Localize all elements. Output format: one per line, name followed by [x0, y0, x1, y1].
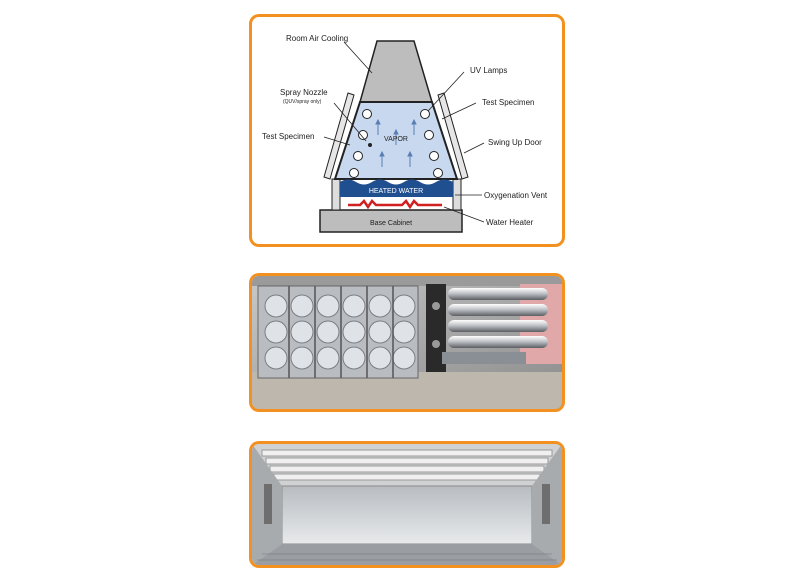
uv-lamp-tubes [448, 288, 548, 348]
room-air-cooling-label: Room Air Cooling [286, 34, 348, 43]
spray-nozzle [368, 143, 372, 147]
chamber-interior-photo-image [252, 444, 562, 565]
heated-water [340, 179, 453, 197]
right-side-wall [452, 178, 462, 211]
chamber-back-wall [281, 485, 533, 545]
specimen-holder-photo [249, 273, 565, 412]
water-heater-label: Water Heater [486, 218, 534, 227]
heated-water-label: HEATED WATER [369, 188, 423, 195]
left-side-wall [331, 178, 341, 211]
mounting-bracket [426, 284, 446, 372]
right-test-specimen-panel [437, 92, 469, 180]
chamber-interior-photo [249, 441, 565, 568]
base-cabinet [319, 209, 463, 233]
uv-chamber-diagram-panel: Base Cabinet VAPOR HEATED WATER [249, 14, 565, 247]
specimen-holders [257, 285, 419, 379]
spray-nozzle-note: (QUV/spray only) [283, 99, 322, 105]
uv-lamps [349, 109, 443, 178]
base-cabinet-label: Base Cabinet [370, 220, 412, 227]
floor-rack [252, 544, 562, 565]
uv-chamber-diagram: Base Cabinet VAPOR HEATED WATER [262, 34, 548, 233]
swing-up-door-label: Swing Up Door [488, 138, 542, 147]
vapor-arrows [375, 118, 417, 167]
left-test-specimen-panel [323, 92, 355, 180]
vapor-label: VAPOR [384, 136, 408, 143]
test-specimen-left-label: Test Specimen [262, 132, 314, 141]
oxygenation-vent-label: Oxygenation Vent [484, 191, 548, 200]
specimen-holder-photo-image [252, 276, 562, 409]
test-specimen-right-label: Test Specimen [482, 98, 534, 107]
uv-lamps-label: UV Lamps [470, 66, 507, 75]
spray-nozzle-label: Spray Nozzle [280, 88, 328, 97]
leader-lines [323, 41, 485, 223]
water-heater-coil [348, 199, 442, 210]
